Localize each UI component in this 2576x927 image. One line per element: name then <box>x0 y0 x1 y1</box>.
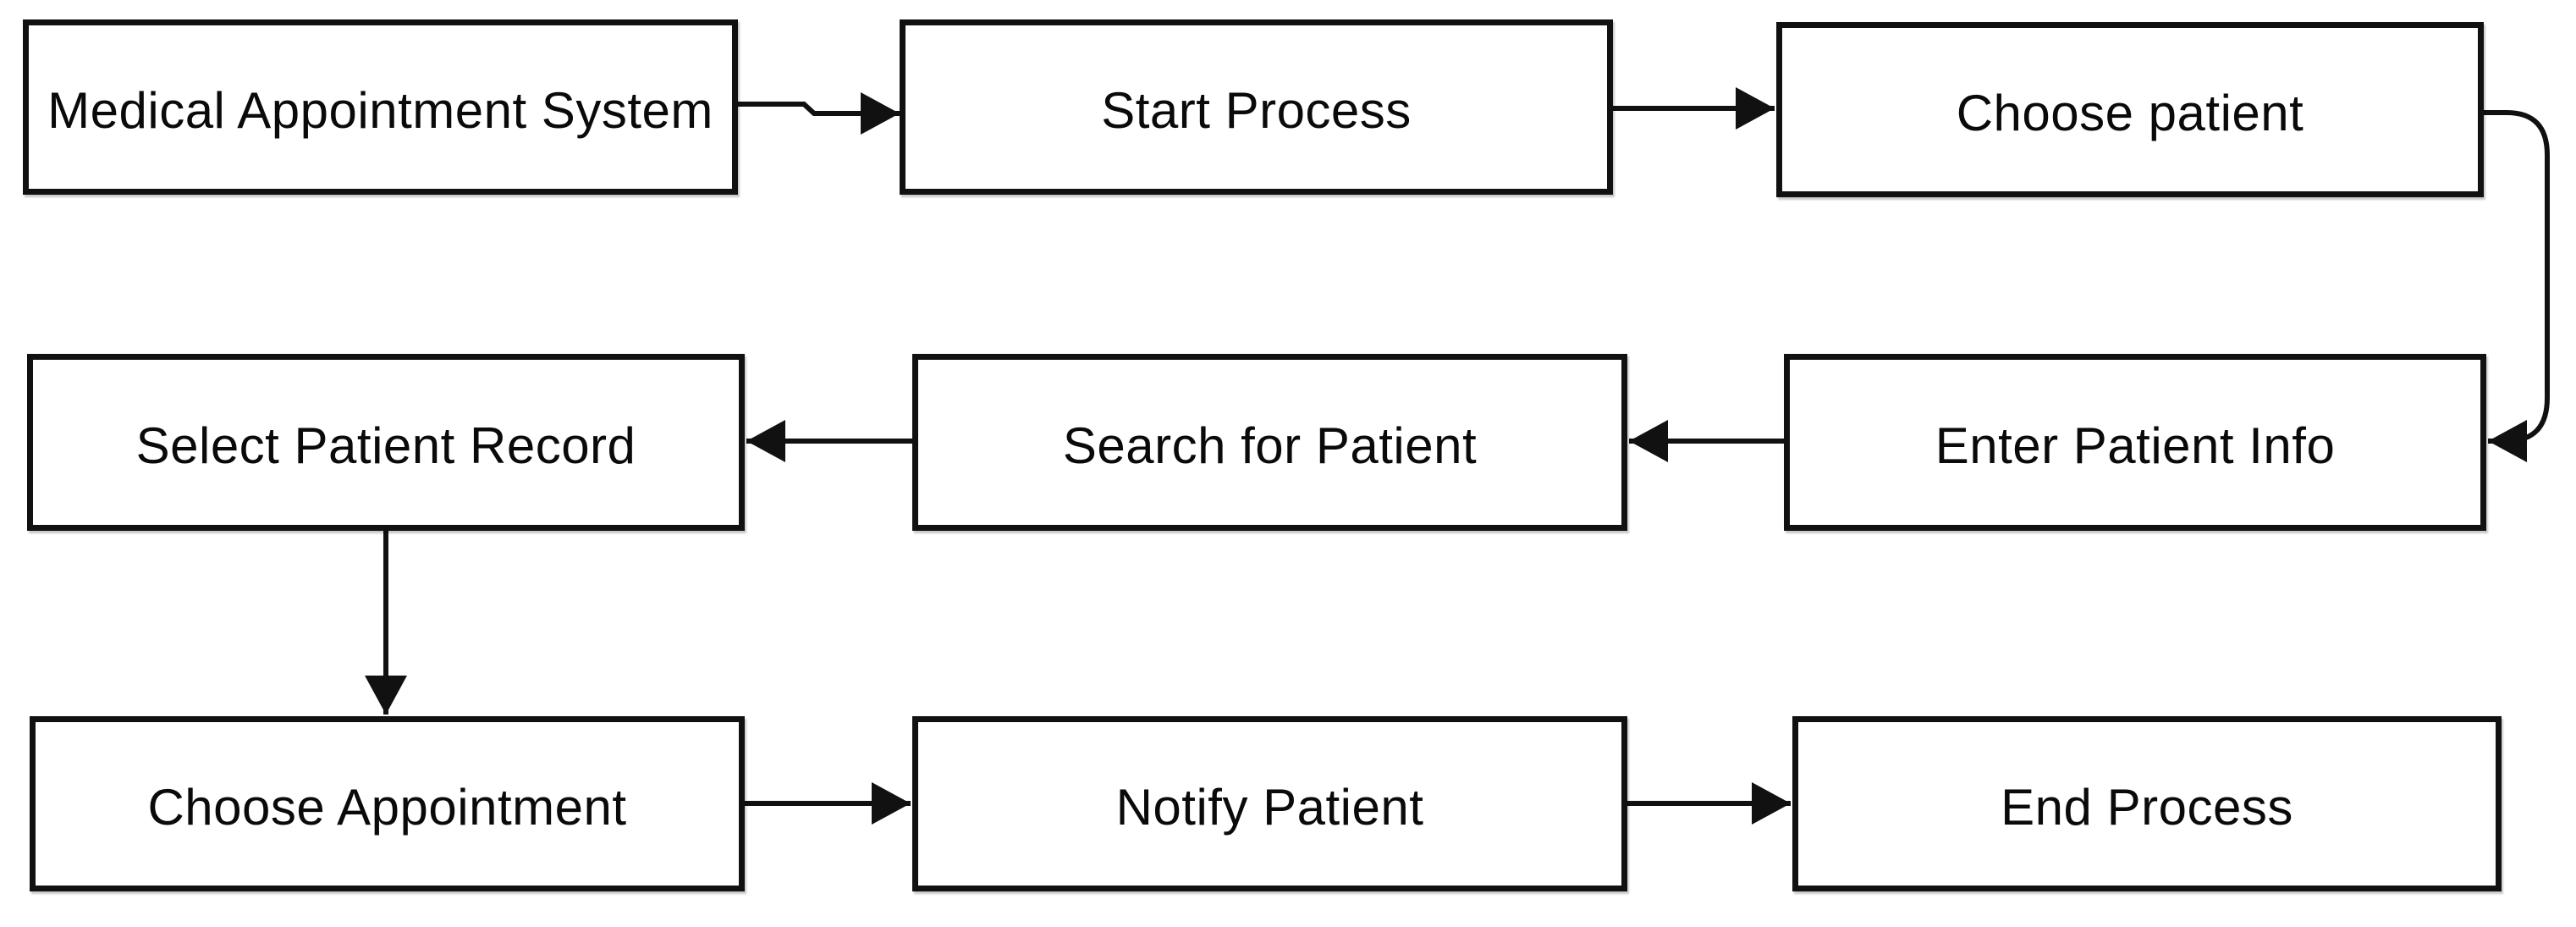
node-label-end-process: End Process <box>2001 778 2293 836</box>
node-start-process: Start Process <box>900 19 1613 195</box>
node-search-for-patient: Search for Patient <box>912 354 1627 531</box>
node-label-notify-patient: Notify Patient <box>1115 778 1424 836</box>
node-choose-patient: Choose patient <box>1776 22 2484 197</box>
node-enter-patient-info: Enter Patient Info <box>1784 354 2486 531</box>
node-label-choose-patient: Choose patient <box>1956 84 2304 141</box>
node-medical-appointment-system: Medical Appointment System <box>23 19 738 195</box>
node-label-search-for-patient: Search for Patient <box>1062 417 1478 474</box>
node-label-select-patient-record: Select Patient Record <box>135 417 636 474</box>
node-label-enter-patient-info: Enter Patient Info <box>1935 417 2336 474</box>
node-choose-appointment: Choose Appointment <box>30 716 745 891</box>
node-label-choose-appointment: Choose Appointment <box>147 778 627 836</box>
edge-medical-appointment-system-to-start-process <box>738 92 900 135</box>
node-select-patient-record: Select Patient Record <box>27 354 745 531</box>
edge-choose-patient-to-enter-patient-info <box>2484 110 2550 462</box>
node-end-process: End Process <box>1792 716 2502 891</box>
node-label-medical-appointment-system: Medical Appointment System <box>47 81 713 139</box>
node-label-start-process: Start Process <box>1101 81 1412 139</box>
node-notify-patient: Notify Patient <box>912 716 1627 891</box>
